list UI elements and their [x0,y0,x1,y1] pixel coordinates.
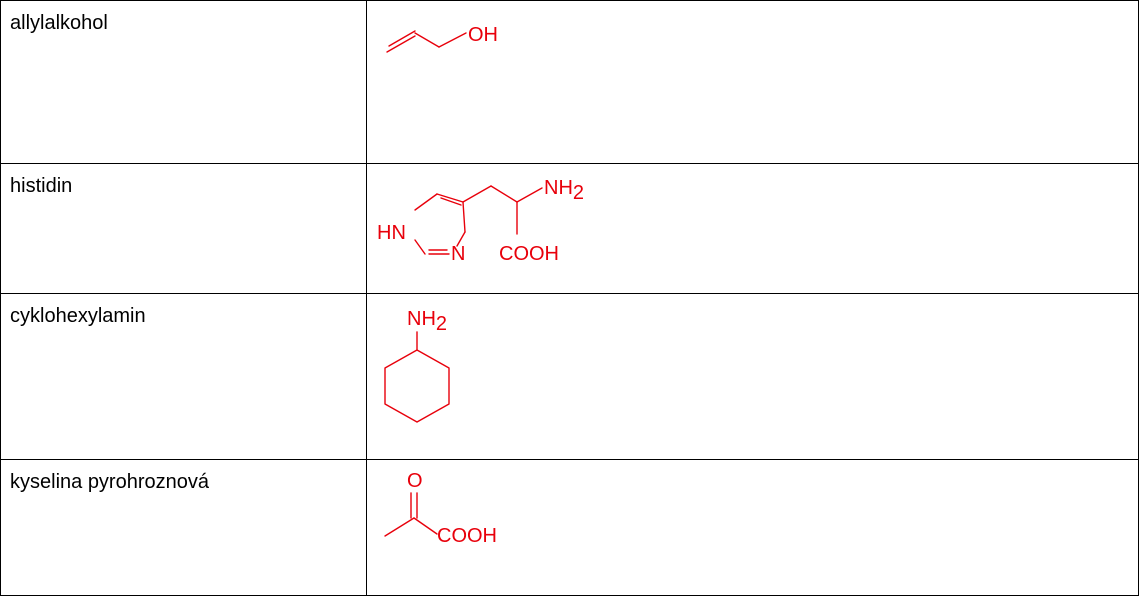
hn-label: HN [377,222,406,244]
compound-name-cell: allylalkohol [0,0,367,164]
cyklohexylamin-structure: NH2 [384,308,450,423]
pyrohroznova-structure: O COOH [384,470,497,547]
cooh-label: COOH [437,525,497,547]
compound-name-cell: kyselina pyrohroznová [0,459,367,596]
structure-cell: OH [366,0,1139,164]
compound-name: allylalkohol [10,12,108,34]
histidin-structure: HN N NH2 COOH [377,177,584,265]
structure-cell: HN N NH2 COOH [366,163,1139,294]
oh-label: OH [468,24,498,46]
compound-name: cyklohexylamin [10,305,146,327]
n-label: N [451,243,465,265]
compound-name-cell: histidin [0,163,367,294]
compound-name: histidin [10,175,73,197]
structure-cell: NH2 [366,293,1139,460]
nh2-label: NH2 [407,308,447,335]
cooh-label: COOH [499,243,559,265]
table-row: cyklohexylamin NH2 [0,293,1139,460]
table-row: allylalkohol OH [0,0,1139,164]
nh2-label: NH2 [544,177,584,204]
compound-name-cell: cyklohexylamin [0,293,367,460]
structure-cell: O COOH [366,459,1139,596]
o-label: O [407,470,423,492]
compound-name: kyselina pyrohroznová [10,471,209,493]
allylalkohol-structure: OH [386,24,498,53]
table-row: histidin HN N NH2 COOH [0,163,1139,294]
table-row: kyselina pyrohroznová O COOH [0,459,1139,596]
